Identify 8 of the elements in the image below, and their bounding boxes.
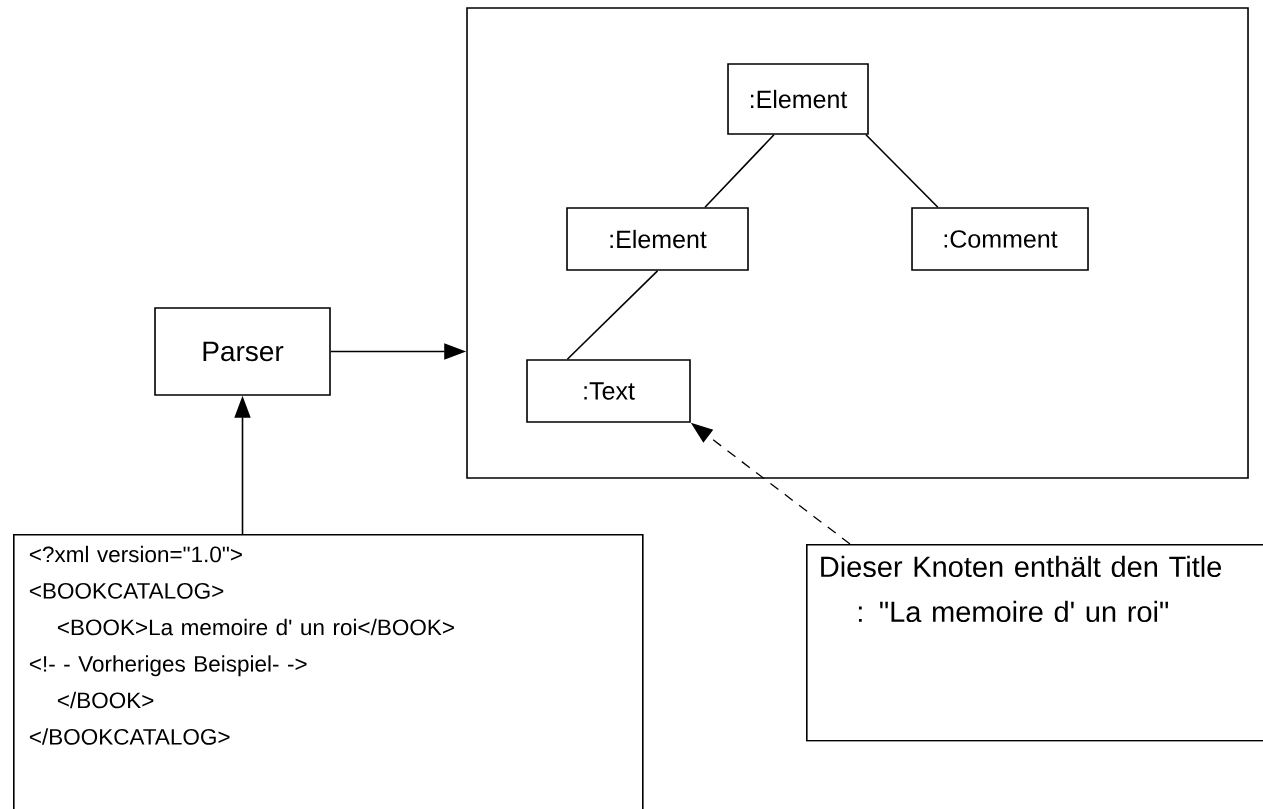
frame-box [466,7,1249,479]
object-box: :Element [727,63,869,135]
object-box: :Comment [911,207,1089,271]
note-box: Dieser Knoten enthält den Title : "La memoire d' un roi" [806,544,1263,742]
code-box: <?xml version="1.0"> <BOOKCATALOG> <BOOK>La memoire d' un roi</BOOK> <!- - Vorheriges Beispiel- -> </BOOK> </BOOKCATALOG> [13,534,644,809]
object-box: :Text [526,359,691,423]
object-box: :Element [566,207,749,271]
process-box: Parser [154,307,331,396]
